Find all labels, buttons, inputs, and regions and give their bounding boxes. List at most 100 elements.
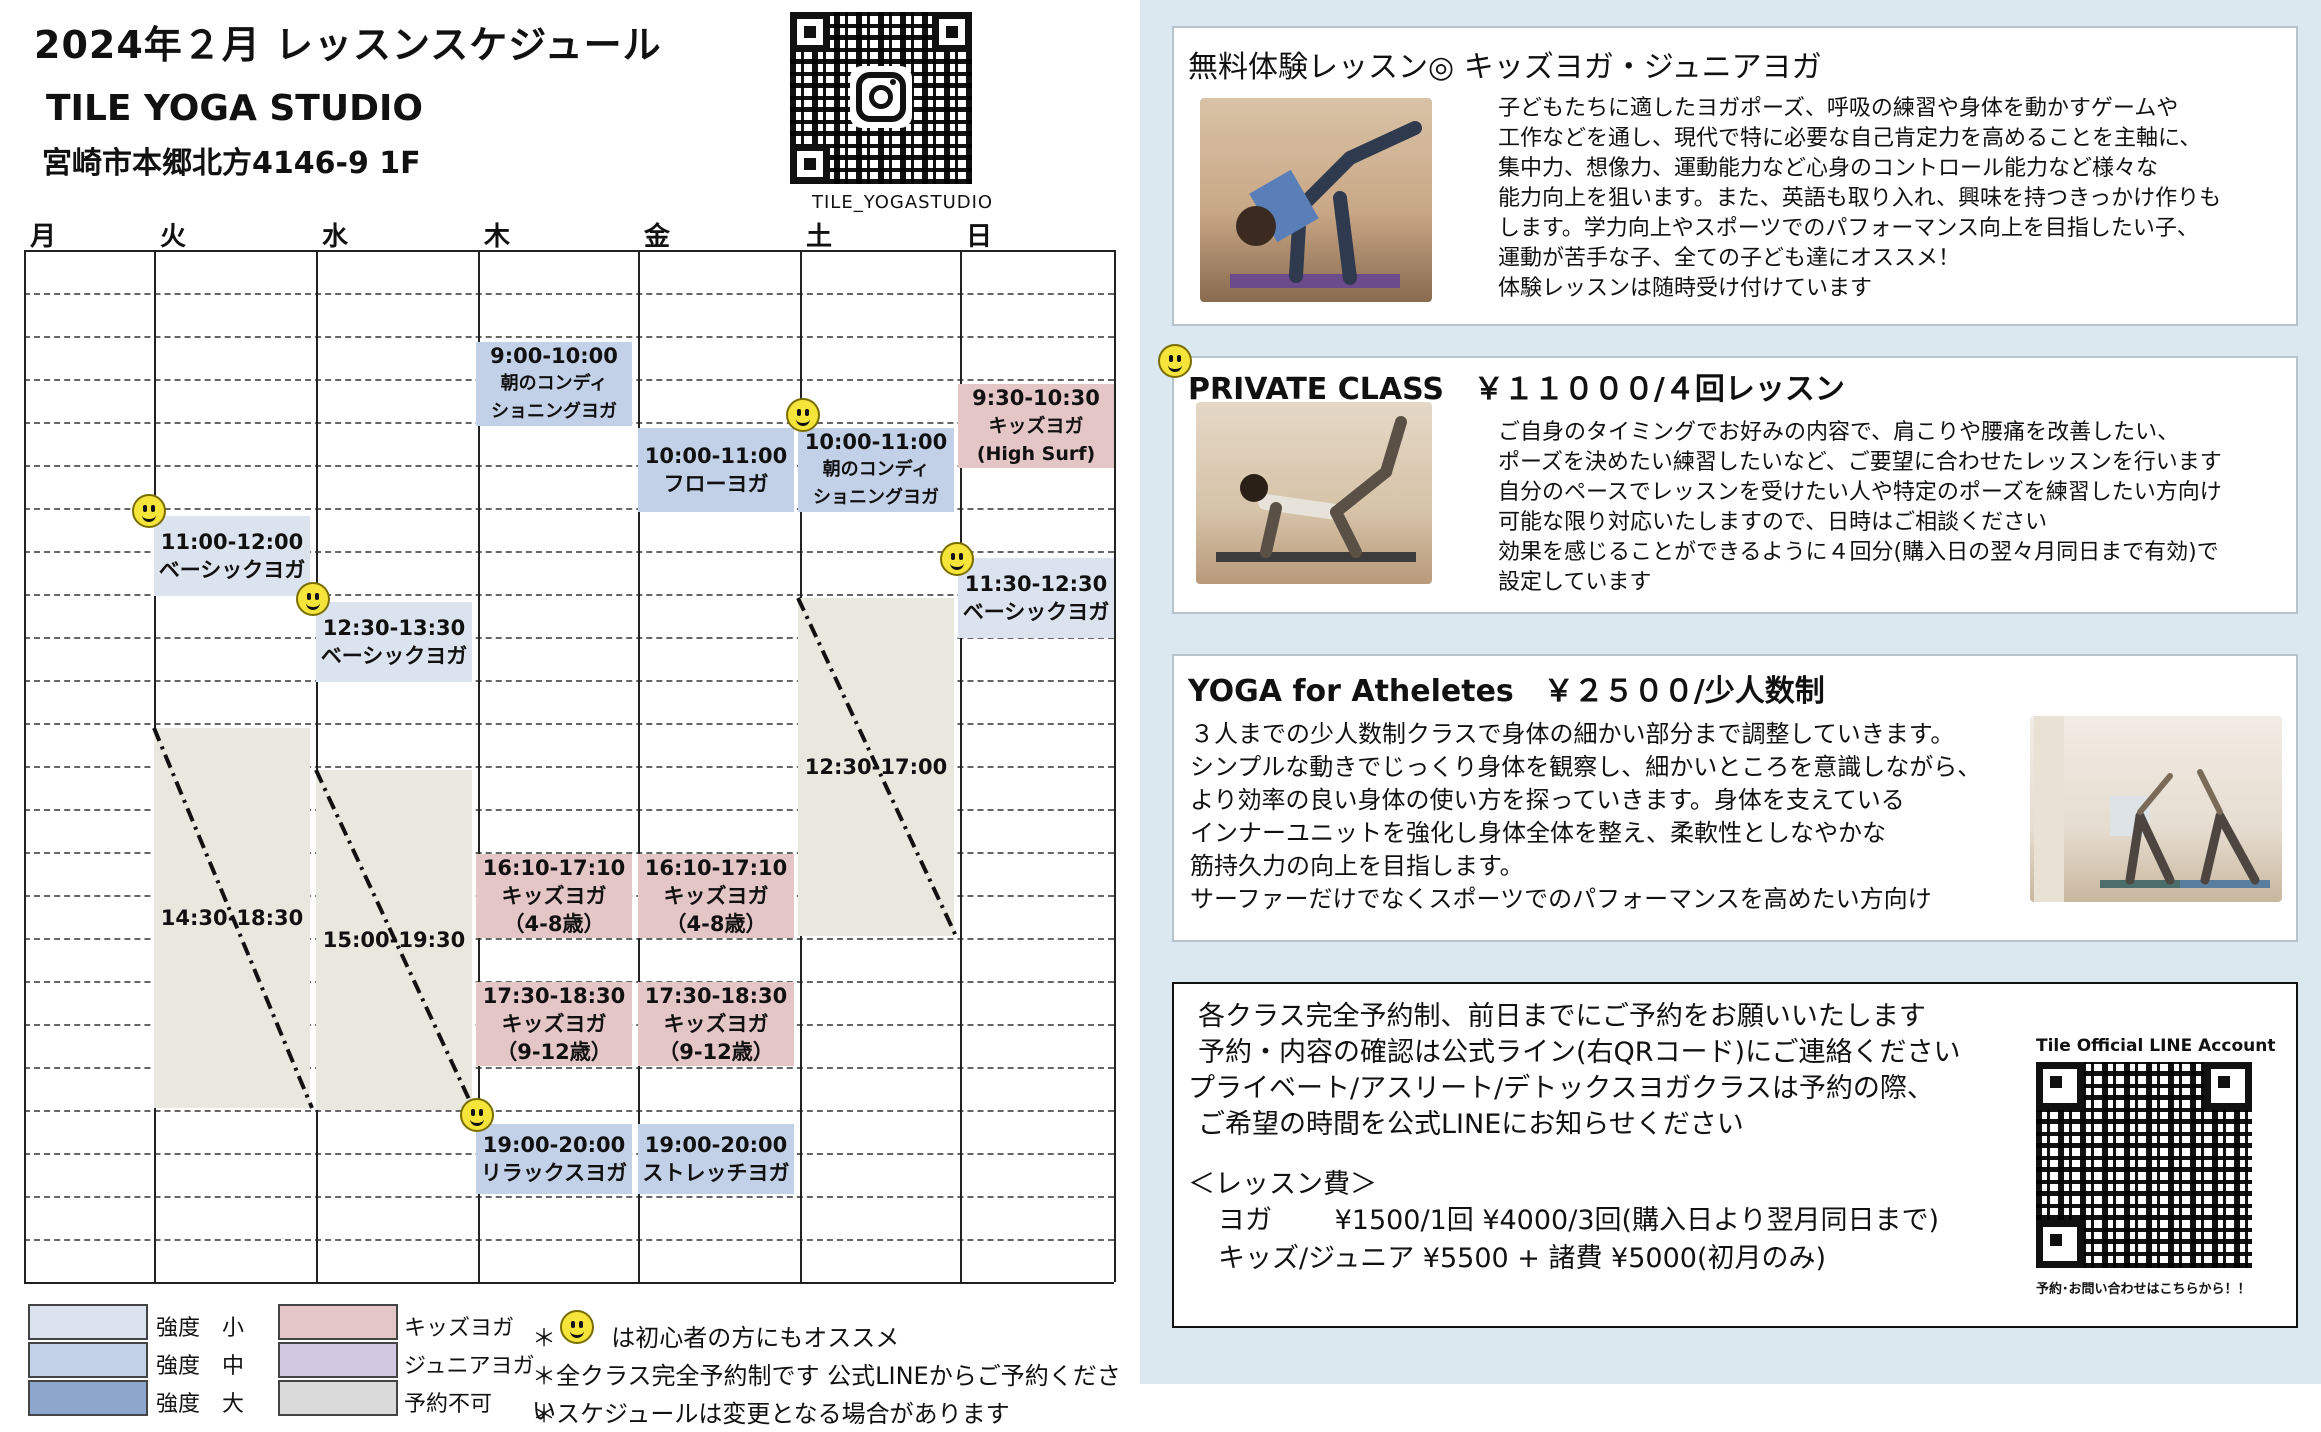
class-block[interactable]: 19:00-20:00 リラックスヨガ [476, 1124, 632, 1194]
class-name: （4-8歳） [665, 912, 767, 936]
class-time: 9:30-10:30 [972, 386, 1100, 410]
class-name: ショニングヨガ [813, 487, 939, 508]
smiley-icon [560, 1310, 594, 1344]
grid-row-line [24, 766, 1114, 768]
class-block[interactable]: 17:30-18:30 キッズヨガ （9-12歳） [638, 982, 794, 1066]
class-name: ショニングヨガ [491, 401, 617, 422]
class-block[interactable]: 9:30-10:30 キッズヨガ (High Surf) [958, 384, 1114, 468]
class-block[interactable]: 12:30-13:30 ベーシックヨガ [316, 602, 472, 682]
card-line: 子どもたちに適したヨガポーズ、呼吸の練習や身体を動かすゲームや [1498, 96, 2179, 121]
card-line: 体験レッスンは随時受け付けています [1498, 276, 1873, 301]
day-header-sun: 日 [966, 222, 993, 252]
card-line: サーファーだけでなくスポーツでのパフォーマンスを高めたい方向け [1190, 885, 1932, 913]
class-block[interactable]: 11:30-12:30 ベーシックヨガ [958, 558, 1114, 638]
class-name: （4-8歳） [503, 912, 605, 936]
instagram-handle: TILE_YOGASTUDIO [812, 192, 994, 213]
class-name: リラックスヨガ [480, 1161, 628, 1185]
legend-swatch-low [28, 1304, 148, 1340]
kids-yoga-card: 無料体験レッスン◎ キッズヨガ・ジュニアヨガ 子どもたちに適したヨガポーズ、呼吸… [1172, 26, 2298, 326]
athletes-pose-figure [2034, 716, 2270, 902]
qr-finder [2036, 1220, 2084, 1268]
card-line: ご自身のタイミングでお好みの内容で、肩こりや腰痛を改善したい、 [1498, 420, 2180, 445]
qr-finder [790, 144, 830, 184]
class-time: 11:30-12:30 [964, 572, 1108, 596]
card-line: インナーユニットを強化し身体全体を整え、柔軟性としなやかな [1190, 819, 1886, 847]
grid-row-line [24, 637, 1114, 639]
class-name: （9-12歳） [658, 1040, 774, 1064]
class-block[interactable]: 11:00-12:00 ベーシックヨガ [154, 516, 310, 596]
class-block[interactable]: 16:10-17:10 キッズヨガ （4-8歳） [476, 854, 632, 938]
card-line: 筋持久力の向上を目指します。 [1190, 852, 1524, 880]
class-time: 16:10-17:10 [644, 856, 788, 880]
note-reservation: ＊全クラス完全予約制です 公式LINEからご予約ください [532, 1362, 1121, 1425]
smiley-icon [940, 542, 974, 576]
note-text: は初心者の方にもオススメ [611, 1324, 900, 1352]
grid-row-line [24, 465, 1114, 467]
class-time: 10:00-11:00 [644, 444, 788, 468]
legend-label-unavailable: 予約不可 [404, 1392, 493, 1417]
smiley-icon [132, 494, 166, 528]
grid-row-line [24, 1110, 1114, 1112]
legend-swatch-unavailable [278, 1380, 398, 1416]
class-time: 16:10-17:10 [482, 856, 626, 880]
page-title: 2024年２月 レッスンスケジュール [34, 23, 662, 67]
legend-label-low: 強度 小 [156, 1316, 245, 1341]
card-text: ３人までの少人数制クラスで身体の細かい部分まで調整していきます。 シンプルな動き… [1190, 718, 1981, 916]
grid-row-line [24, 336, 1114, 338]
reservation-line: プライベート/アスリート/デトックスヨガクラスは予約の際、 [1188, 1073, 1934, 1104]
day-header-thu: 木 [484, 222, 511, 252]
athletes-photo [2030, 716, 2282, 902]
kids-yoga-photo [1200, 98, 1432, 302]
day-header-wed: 水 [322, 222, 349, 252]
line-qr-code[interactable] [2036, 1062, 2252, 1268]
studio-name: TILE YOGA STUDIO [46, 88, 423, 129]
class-block[interactable]: 10:00-11:00 朝のコンディ ショニングヨガ [798, 428, 954, 512]
card-line: 設定しています [1498, 570, 1652, 595]
qr-finder [2204, 1062, 2252, 1110]
grid-row-line [24, 551, 1114, 553]
class-name: フローヨガ [663, 472, 769, 496]
card-line: 効果を感じることができるように４回分(購入日の翌々月同日まで有効)で [1498, 540, 2219, 565]
smiley-icon [1158, 344, 1192, 378]
day-header-sat: 土 [806, 222, 833, 252]
schedule-panel: 2024年２月 レッスンスケジュール TILE YOGA STUDIO 宮崎市本… [0, 0, 1140, 1432]
note-change: ＊スケジュールは変更となる場合があります [532, 1400, 1010, 1428]
note-bullet: ＊ [532, 1324, 556, 1352]
class-block[interactable]: 10:00-11:00 フローヨガ [638, 428, 794, 512]
class-name: キッズヨガ [988, 415, 1084, 437]
grid-row-line [24, 1239, 1114, 1241]
legend-swatch-high [28, 1380, 148, 1416]
class-block[interactable]: 17:30-18:30 キッズヨガ （9-12歳） [476, 982, 632, 1066]
legend-label-high: 強度 大 [156, 1392, 245, 1417]
class-time: 17:30-18:30 [482, 984, 626, 1008]
fee-title: ＜レッスン費＞ [1188, 1169, 1377, 1200]
grid-column-line [478, 250, 480, 1282]
card-text: ご自身のタイミングでお好みの内容で、肩こりや腰痛を改善したい、 ポーズを決めたい… [1498, 418, 2222, 598]
class-time: 19:00-20:00 [482, 1133, 626, 1157]
legend-label-junior: ジュニアヨガ [404, 1354, 535, 1379]
fee-yoga: ヨガ ¥1500/1回 ¥4000/3回(購入日より翌月同日まで) [1218, 1205, 1940, 1236]
class-block[interactable]: 19:00-20:00 ストレッチヨガ [638, 1124, 794, 1194]
day-header-tue: 火 [160, 222, 187, 252]
class-time: 9:00-10:00 [490, 344, 618, 368]
card-line: 集中力、想像力、運動能力など心身のコントロール能力など様々な [1498, 156, 2159, 181]
class-block[interactable]: 9:00-10:00 朝のコンディ ショニングヨガ [476, 342, 632, 426]
card-line: シンプルな動きでじっくり身体を観察し、細かいところを意識しながら、 [1190, 753, 1982, 781]
class-block[interactable]: 16:10-17:10 キッズヨガ （4-8歳） [638, 854, 794, 938]
legend-label-mid: 強度 中 [156, 1354, 245, 1379]
card-text: 子どもたちに適したヨガポーズ、呼吸の練習や身体を動かすゲームや 工作などを通し、… [1498, 94, 2221, 304]
instagram-qr-code[interactable] [790, 12, 972, 184]
legend-swatch-mid [28, 1342, 148, 1378]
card-line: より効率の良い身体の使い方を探っていきます。身体を支えている [1190, 786, 1905, 814]
class-name: キッズヨガ [663, 1012, 769, 1036]
class-time: 11:00-12:00 [160, 530, 304, 554]
class-time: 17:30-18:30 [644, 984, 788, 1008]
class-time: 19:00-20:00 [644, 1133, 788, 1157]
grid-column-line [960, 250, 962, 1282]
qr-finder [790, 12, 830, 52]
card-line: 運動が苦手な子、全ての子ども達にオススメ！ [1498, 246, 1961, 271]
card-title: PRIVATE CLASS ￥１１０００/４回レッスン [1188, 372, 1845, 407]
class-name: キッズヨガ [501, 1012, 607, 1036]
reservation-box: 各クラス完全予約制、前日までにご予約をお願いいたします 予約・内容の確認は公式ラ… [1172, 982, 2298, 1328]
private-pose-figure [1216, 416, 1416, 562]
